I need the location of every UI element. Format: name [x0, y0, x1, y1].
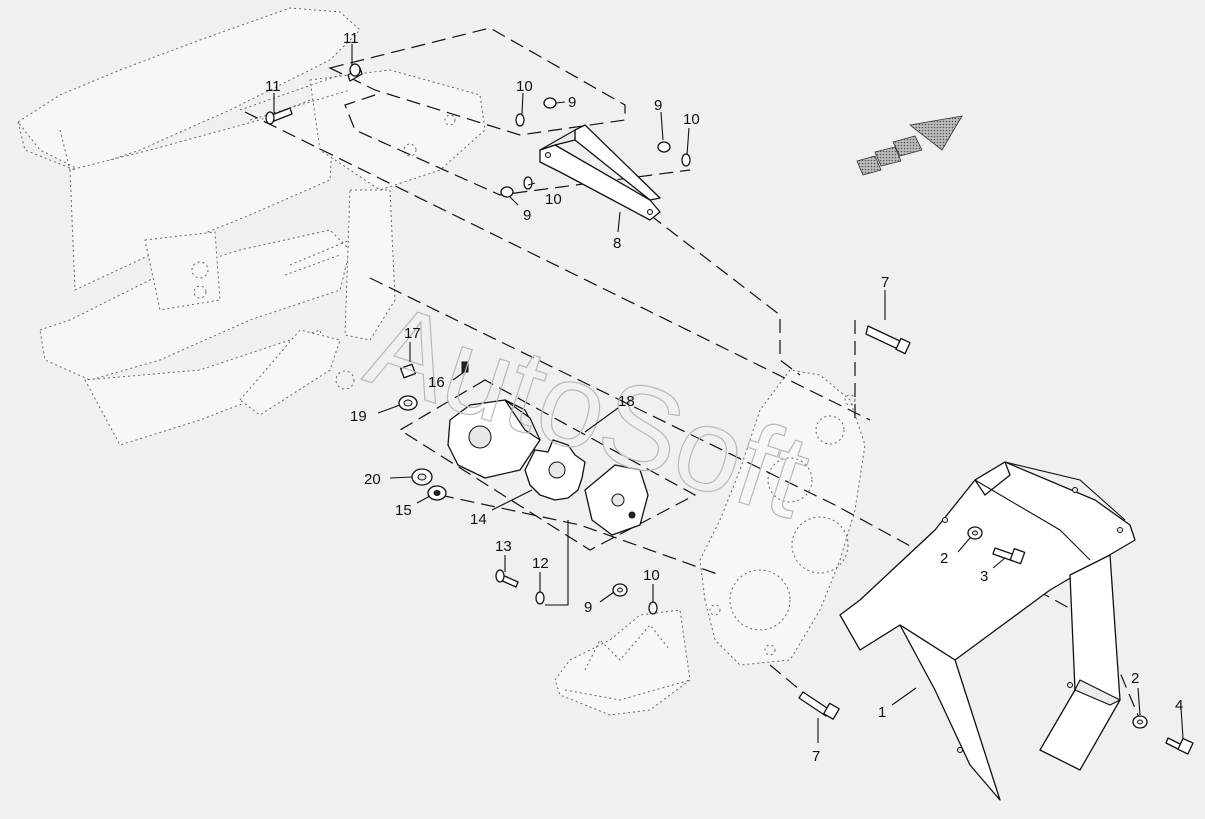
part-8-bracket — [539, 124, 661, 221]
machine-frame-ghost — [17, 7, 486, 446]
part-16-setscrew — [461, 361, 469, 373]
callout-9-top-right: 9 — [654, 97, 662, 114]
mounting-bracket-ghost — [554, 609, 691, 716]
leader-lines — [273, 44, 1184, 743]
callout-20: 20 — [364, 471, 381, 488]
callout-16: 16 — [428, 374, 445, 391]
callout-2-upper: 2 — [940, 550, 948, 567]
callout-2-lower: 2 — [1131, 670, 1139, 687]
callout-17: 17 — [404, 325, 421, 342]
callout-13: 13 — [495, 538, 512, 555]
callout-12: 12 — [532, 555, 549, 572]
callout-4: 4 — [1175, 697, 1183, 714]
part-18-coupling-hub — [584, 464, 649, 536]
callout-9-bottom: 9 — [584, 599, 592, 616]
part-1-guard — [839, 461, 1136, 801]
forward-arrow-icon — [856, 115, 963, 176]
callout-10-top-left: 10 — [516, 78, 533, 95]
callout-7-top: 7 — [881, 274, 889, 291]
callout-18: 18 — [618, 393, 635, 410]
part-19-washer — [398, 395, 418, 411]
part-15-bushing — [427, 485, 447, 501]
callout-7-bottom: 7 — [812, 748, 820, 765]
part-14-coupling-spider — [524, 439, 586, 501]
callout-14: 14 — [470, 511, 487, 528]
callout-9-top-left: 9 — [568, 94, 576, 111]
part-17-key — [400, 363, 416, 379]
callout-19: 19 — [350, 408, 367, 425]
callout-labels: 11 11 10 9 9 10 10 9 8 7 17 16 19 18 20 … — [265, 30, 1183, 765]
callout-10-bottom: 10 — [643, 567, 660, 584]
callout-11-left: 11 — [265, 78, 281, 95]
fasteners — [265, 63, 1194, 755]
callout-8: 8 — [613, 235, 621, 252]
part-20-washer — [411, 468, 433, 486]
part-18-coupling-half — [447, 399, 541, 479]
callout-9-mid: 9 — [523, 207, 531, 224]
callout-3: 3 — [980, 568, 988, 585]
callout-11-top: 11 — [343, 30, 359, 47]
gearbox-housing — [699, 369, 866, 666]
callout-10-mid: 10 — [545, 191, 562, 208]
callout-15: 15 — [395, 502, 412, 519]
callout-1: 1 — [878, 704, 886, 721]
callout-10-top-right: 10 — [683, 111, 700, 128]
